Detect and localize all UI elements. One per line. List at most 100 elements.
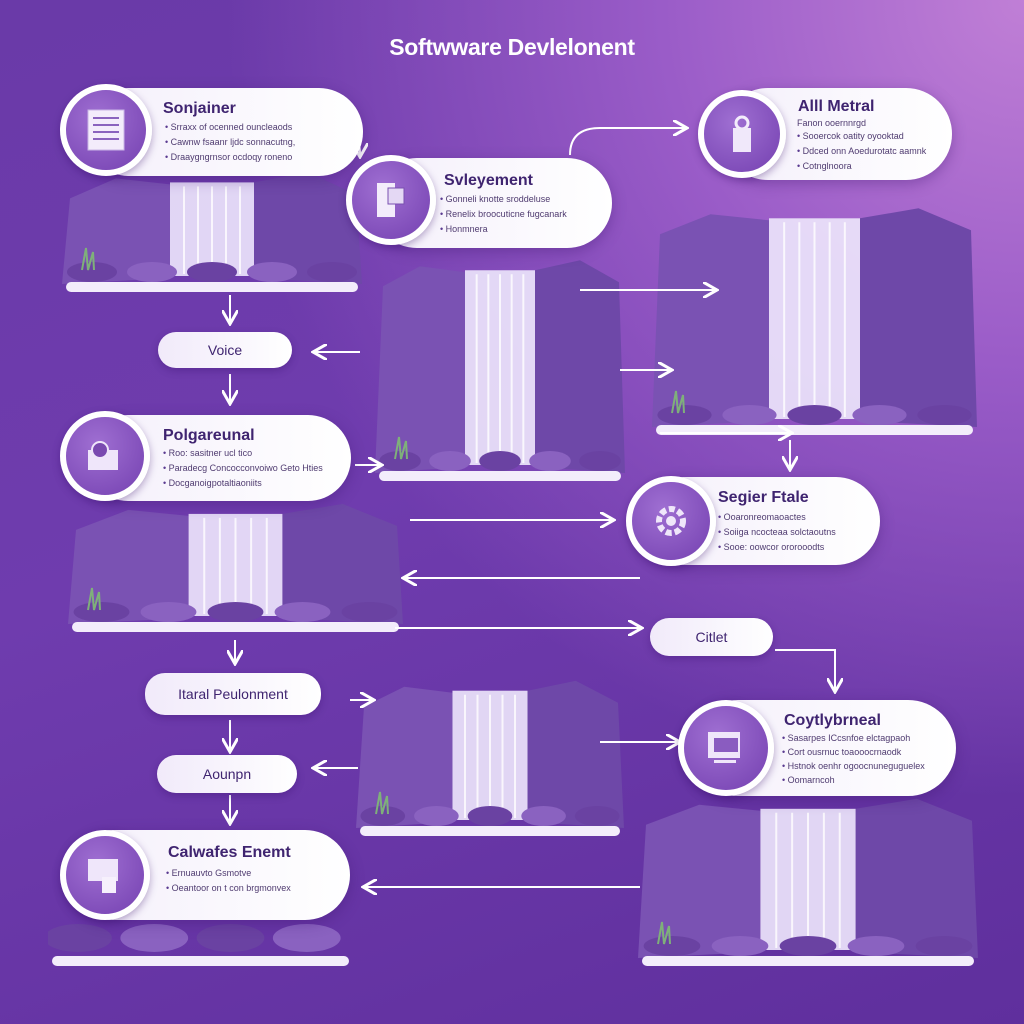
stage-card-4[interactable]: Polgareunal Roo: sasitner ucl ticoParade… [60, 411, 351, 501]
stage-card-5[interactable]: Segier Ftale OoaronreomaoactesSoiiga nco… [626, 476, 880, 566]
rock-cliff-left [638, 804, 761, 958]
waterfall-scene-5 [356, 660, 624, 838]
card-subtitle: Fanon ooernnrgd [797, 118, 867, 128]
card-title: Polgareunal [163, 427, 255, 444]
waterfall-scene-1 [62, 158, 362, 294]
grass-icon [657, 921, 671, 945]
boulder [429, 451, 471, 471]
monitor-window-icon [678, 700, 774, 796]
card-bullet: Sooe: oowcor ororooodts [718, 540, 836, 555]
document-list-icon [60, 84, 152, 176]
boulder [479, 451, 521, 471]
card-bullet: Ernuauvto Gsmotve [166, 866, 291, 881]
card-bullet: Ooaronreomaoactes [718, 510, 836, 525]
waterfall-scene-4 [68, 488, 403, 634]
boulder [643, 936, 701, 956]
card-title: Coytlybrneal [784, 712, 881, 729]
card-bullet: Ddced onn Aoedurotatc aamnk [797, 144, 927, 159]
card-bullet: Docganoigpotaltiaoniits [163, 476, 323, 491]
grass-icon [394, 436, 408, 460]
boulder [73, 602, 130, 622]
card-bullet: Oomarncoh [782, 773, 925, 787]
stage-card-2[interactable]: Svleyement Gonneli knotte sroddeluseRene… [346, 155, 612, 248]
base-ledge [66, 282, 358, 292]
base-ledge [656, 425, 973, 435]
stage-card-1[interactable]: Sonjainer Srraxx of ocenned ouncleaodsCa… [60, 84, 363, 176]
base-ledge [360, 826, 620, 836]
final-development-step-button[interactable]: Itaral Peulonment [145, 673, 321, 715]
boulder [917, 405, 972, 425]
card-bullet: Hstnok oenhr ogoocnuneguguelex [782, 759, 925, 773]
boulder [379, 451, 421, 471]
flow-arrow [775, 649, 835, 690]
boulder [414, 806, 459, 826]
stage-card-7[interactable]: Calwafes Enemt Ernuauvto GsmotveOeantoor… [60, 830, 350, 920]
card-bullet: Sooercok oatity oyooktad [797, 129, 926, 144]
boulder [67, 262, 117, 282]
card-title: Alll Metral [798, 98, 875, 115]
boulder [140, 602, 197, 622]
boulder [341, 602, 398, 622]
boulder [852, 405, 907, 425]
card-bullet: Sasarpes ICcsnfoe elctagpaoh [782, 731, 925, 745]
aounpn-step-button[interactable]: Aounpn [157, 755, 297, 793]
boulder [467, 806, 513, 826]
card-title: Sonjainer [163, 100, 236, 117]
boulder [521, 806, 566, 826]
rock-cliff-left [62, 178, 170, 284]
rock-cliff-left [652, 214, 769, 427]
stage-card-3[interactable]: Alll Metral Fanon ooernnrgd Sooercok oat… [698, 88, 952, 180]
waterfall-scene-2 [375, 228, 625, 483]
boulder [722, 405, 777, 425]
base-ledge [72, 622, 399, 632]
rock-cliff-right [282, 503, 403, 624]
boulder [272, 924, 341, 952]
flow-arrow [569, 128, 685, 156]
citlet-step-button[interactable]: Citlet [650, 618, 773, 656]
folder-documents-icon [346, 155, 436, 245]
base-ledge [52, 956, 349, 966]
card-bullet: Oeantoor on t con brgmonvex [166, 881, 291, 896]
voice-step-button[interactable]: Voice [158, 332, 292, 368]
base-ledge [642, 956, 974, 966]
boulder [207, 602, 264, 622]
card-bullet: Renelix broocuticne fugcanark [440, 207, 567, 222]
boulder [307, 262, 357, 282]
boulder [574, 806, 620, 826]
boulder [779, 936, 837, 956]
boulder [915, 936, 973, 956]
browser-document-icon [60, 830, 150, 920]
boulder [274, 602, 331, 622]
grass-icon [87, 587, 101, 611]
rock-cliff-right [535, 260, 625, 473]
card-bullet: Cotnglnoora [797, 159, 926, 174]
rock-cliff-right [860, 208, 977, 427]
card-title: Segier Ftale [718, 489, 809, 506]
card-bullet: Soiiga ncocteaa solctaoutns [718, 525, 836, 540]
padlock-tag-icon [698, 90, 786, 178]
card-title: Svleyement [444, 172, 533, 189]
card-bullet: Cort ousrnuc toaooocrnaodk [782, 745, 925, 759]
boulder [187, 262, 237, 282]
boulder [529, 451, 571, 471]
card-bullet: Cawnw fsaanr ljdc sonnacutng, [165, 135, 296, 150]
base-ledge [379, 471, 621, 481]
rock-cliff-right [254, 172, 362, 284]
boulder [711, 936, 769, 956]
gear-cycle-icon [626, 476, 716, 566]
boulder [127, 262, 177, 282]
card-title: Calwafes Enemt [168, 844, 291, 861]
stage-card-6[interactable]: Coytlybrneal Sasarpes ICcsnfoe elctagpao… [678, 700, 956, 796]
toolbox-icon [60, 411, 150, 501]
card-bullet: Paradecg Concocconvoiwo Geto Hties [163, 461, 323, 476]
diagram-title: Softwware Devlelonent [389, 34, 635, 60]
rock-cliff-right [855, 798, 978, 958]
waterfall-scene-3 [652, 175, 977, 437]
card-bullet: Srraxx of ocenned ouncleaods [165, 120, 295, 135]
rock-cliff-left [375, 266, 465, 473]
boulder [360, 806, 406, 826]
boulder [787, 405, 842, 425]
card-bullet: Roo: sasitner ucl tico [163, 446, 323, 461]
card-bullet: Gonneli knotte sroddeluse [440, 192, 567, 207]
boulder [48, 924, 112, 952]
